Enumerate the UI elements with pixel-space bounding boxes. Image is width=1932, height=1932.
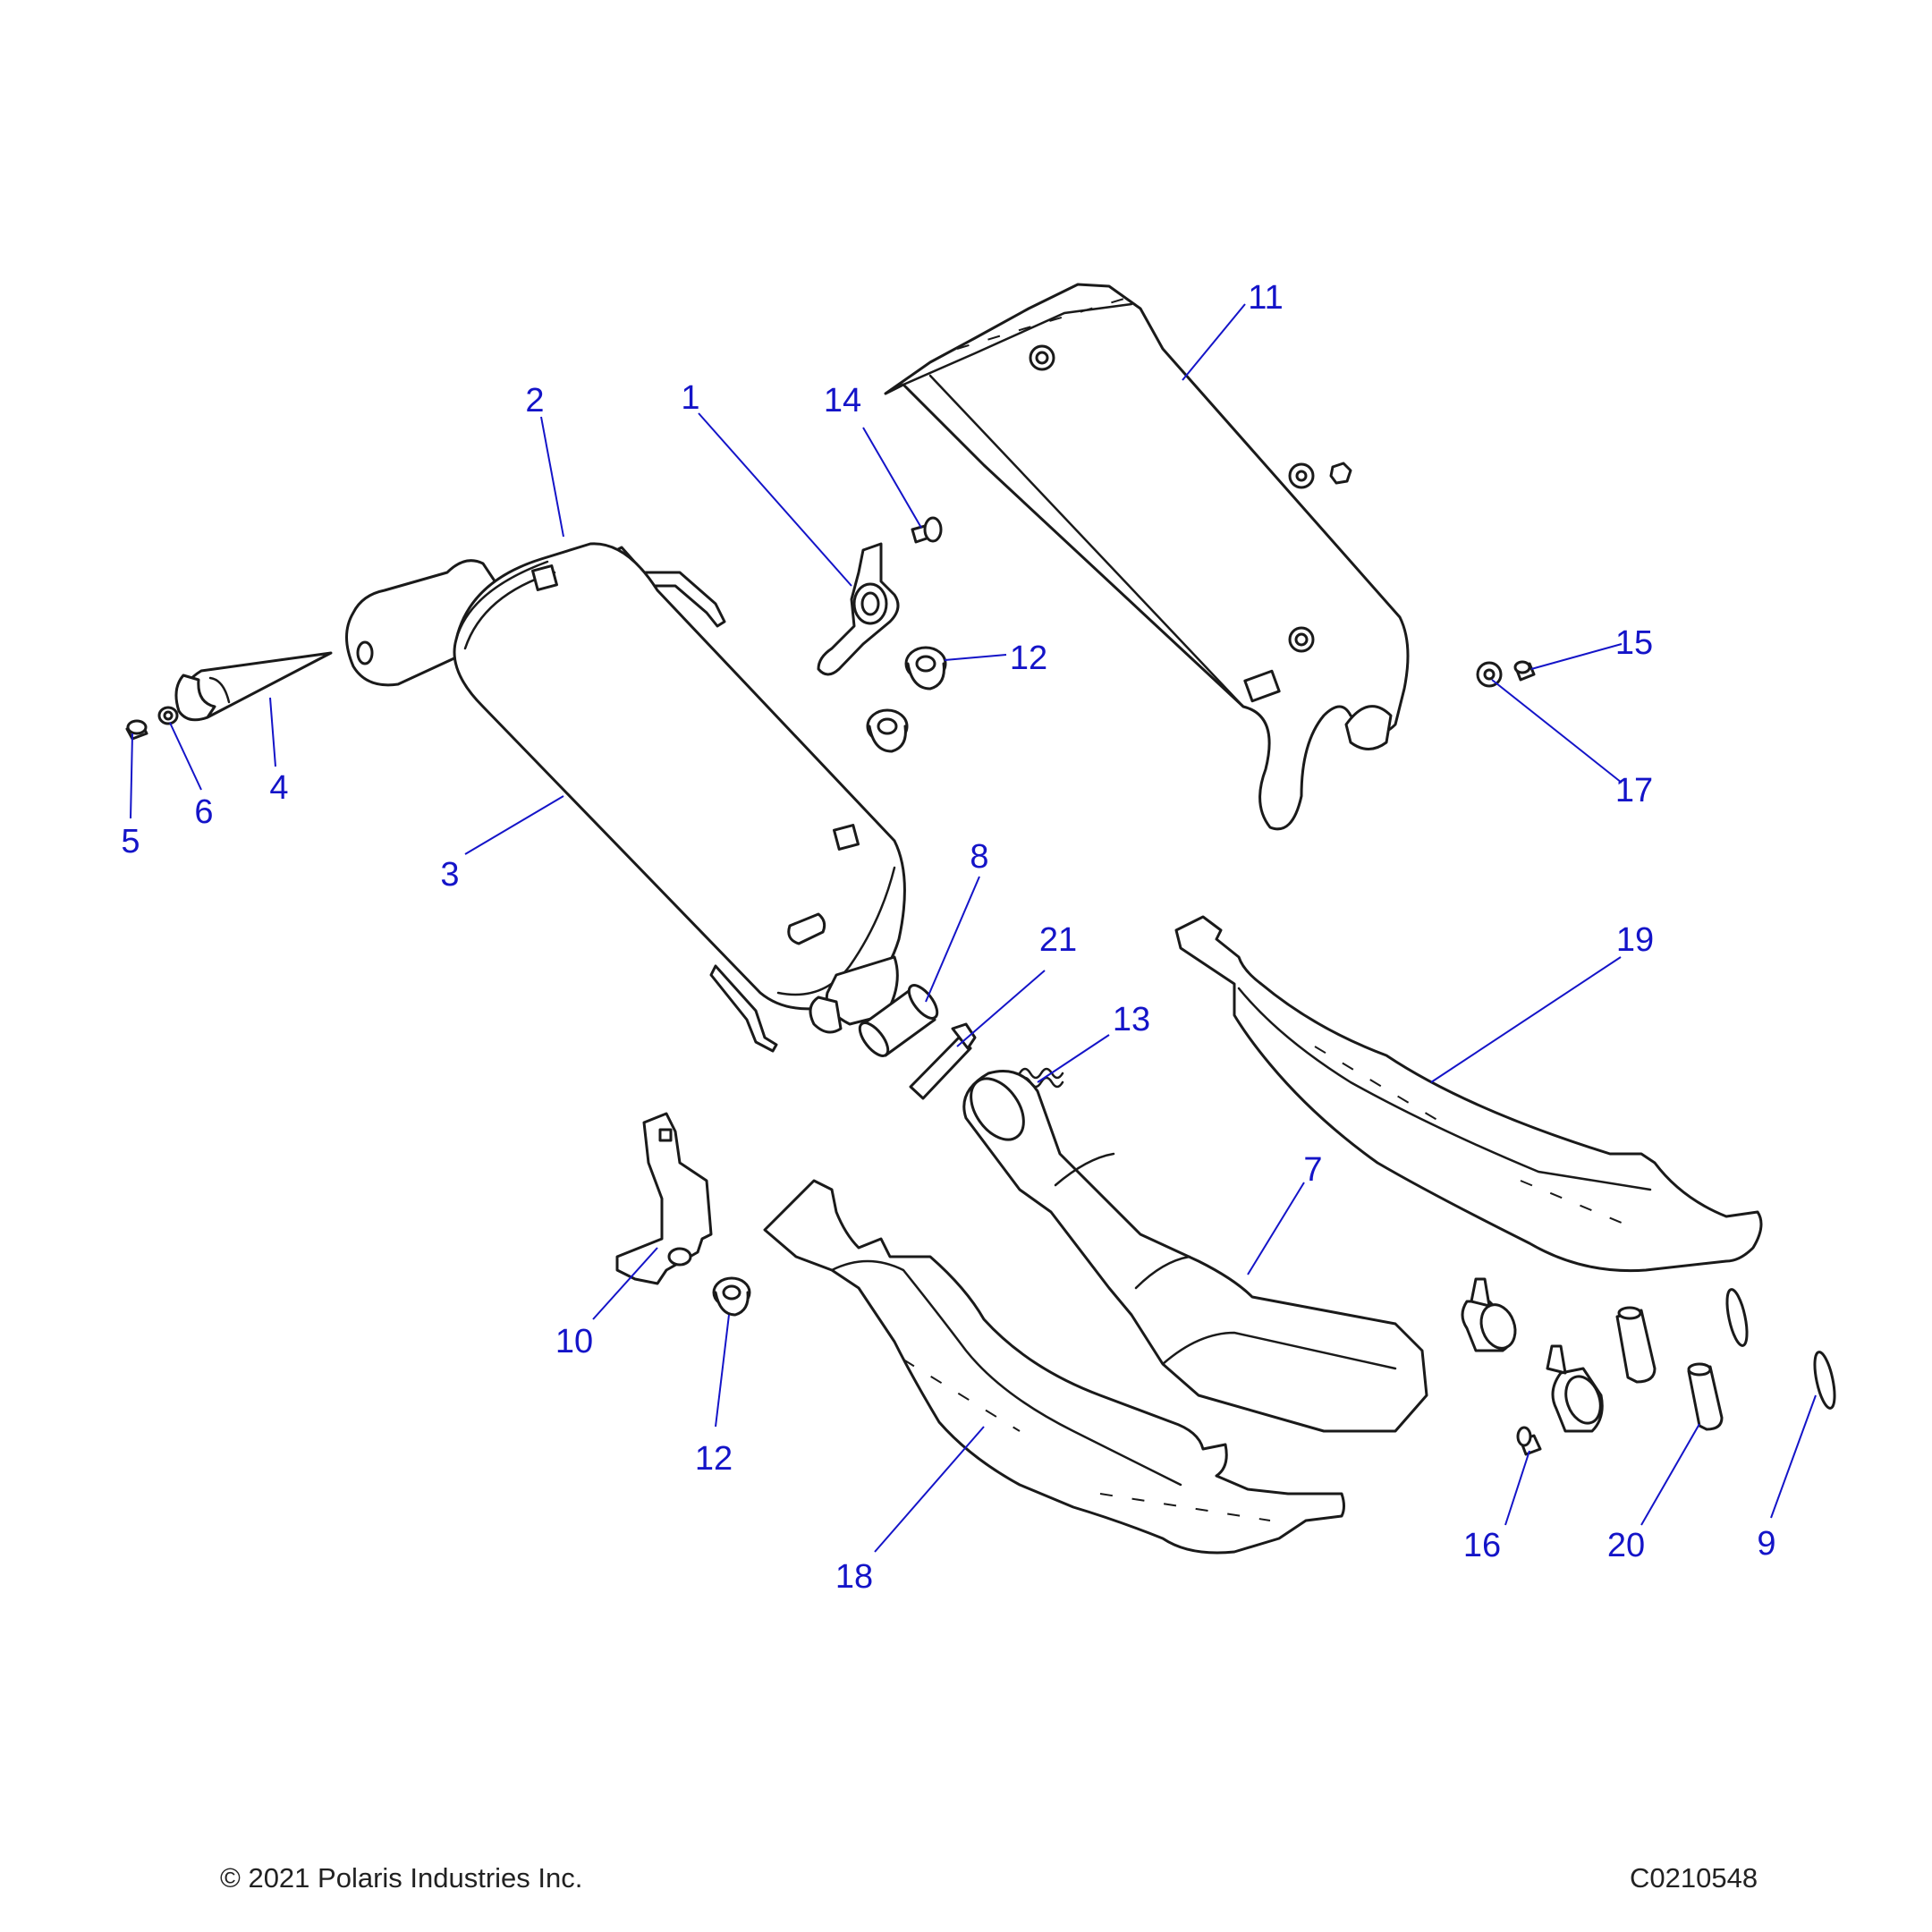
leader-9: [1770, 1394, 1817, 1519]
callout-2: 2: [525, 382, 544, 419]
screw-part-14: [911, 516, 943, 544]
gasket-part-8: [858, 984, 939, 1057]
leader-12b: [715, 1314, 730, 1428]
leader-12a: [944, 654, 1007, 661]
callout-15: 15: [1615, 624, 1653, 662]
drawing-id: C0210548: [1630, 1862, 1758, 1894]
bracket-part-1: [817, 542, 900, 676]
leader-8: [925, 876, 980, 1003]
leader-11: [1182, 303, 1246, 381]
clamp-part-20: [1615, 1306, 1724, 1431]
callout-12b: 12: [695, 1440, 733, 1478]
shield-fastener-upper: [1288, 462, 1352, 489]
heat-shield-part-18: [763, 1179, 1345, 1555]
callout-13: 13: [1113, 1001, 1150, 1038]
callout-17: 17: [1615, 772, 1653, 809]
leader-10: [592, 1247, 658, 1320]
callout-5: 5: [121, 823, 140, 860]
leader-16: [1504, 1450, 1530, 1526]
leader-4: [269, 697, 276, 767]
leader-21: [956, 970, 1046, 1047]
leader-14: [862, 427, 922, 529]
callout-9: 9: [1757, 1525, 1775, 1563]
callout-16: 16: [1463, 1527, 1501, 1564]
leader-5: [130, 733, 133, 819]
callout-14: 14: [824, 382, 861, 419]
leader-15: [1530, 643, 1623, 670]
callout-11: 11: [1248, 279, 1283, 317]
callout-21: 21: [1039, 921, 1077, 959]
leader-6: [169, 722, 202, 791]
copyright-notice: © 2021 Polaris Industries Inc.: [220, 1862, 583, 1894]
callout-12a: 12: [1010, 640, 1047, 677]
leader-17: [1491, 679, 1623, 784]
leader-7: [1247, 1182, 1305, 1275]
leader-3: [464, 795, 564, 855]
leader-1: [698, 412, 852, 587]
callout-18: 18: [835, 1558, 873, 1596]
head-pipe-part-7: [962, 1070, 1604, 1433]
screw-part-5: [125, 719, 148, 741]
muffler-part-3: [345, 542, 906, 1053]
callout-4: 4: [269, 769, 288, 807]
leader-lines: [130, 303, 1817, 1553]
callouts: 1 2 3 4 5 6 7 8 9 10 11 12 12 13 14 15 1…: [121, 279, 1775, 1596]
leader-19: [1430, 956, 1622, 1083]
spring-part-21: [909, 1022, 977, 1100]
heat-shield-part-19: [1174, 915, 1763, 1273]
leader-13: [1037, 1034, 1110, 1083]
callout-19: 19: [1616, 921, 1654, 959]
callout-10: 10: [555, 1323, 593, 1360]
bracket-part-10: [615, 1112, 713, 1285]
washer-part-17: [1476, 661, 1503, 688]
callout-3: 3: [440, 856, 459, 894]
grommet-part-12-lower: [712, 1276, 751, 1317]
callout-8: 8: [970, 838, 988, 876]
gasket-part-9: [1725, 1288, 1836, 1410]
bolt-part-16: [1516, 1426, 1542, 1456]
callout-7: 7: [1303, 1151, 1322, 1189]
screw-part-15: [1513, 660, 1536, 682]
heat-shield-part-11: [884, 283, 1410, 831]
spark-arrestor-part-4: [174, 651, 333, 722]
washer-part-6: [157, 706, 179, 725]
callout-20: 20: [1607, 1527, 1645, 1564]
leader-2: [540, 416, 564, 538]
callout-1: 1: [681, 379, 699, 417]
callout-6: 6: [194, 793, 213, 831]
leader-18: [874, 1426, 985, 1553]
leader-20: [1640, 1423, 1700, 1526]
grommet-part-12-upper: [866, 646, 947, 753]
